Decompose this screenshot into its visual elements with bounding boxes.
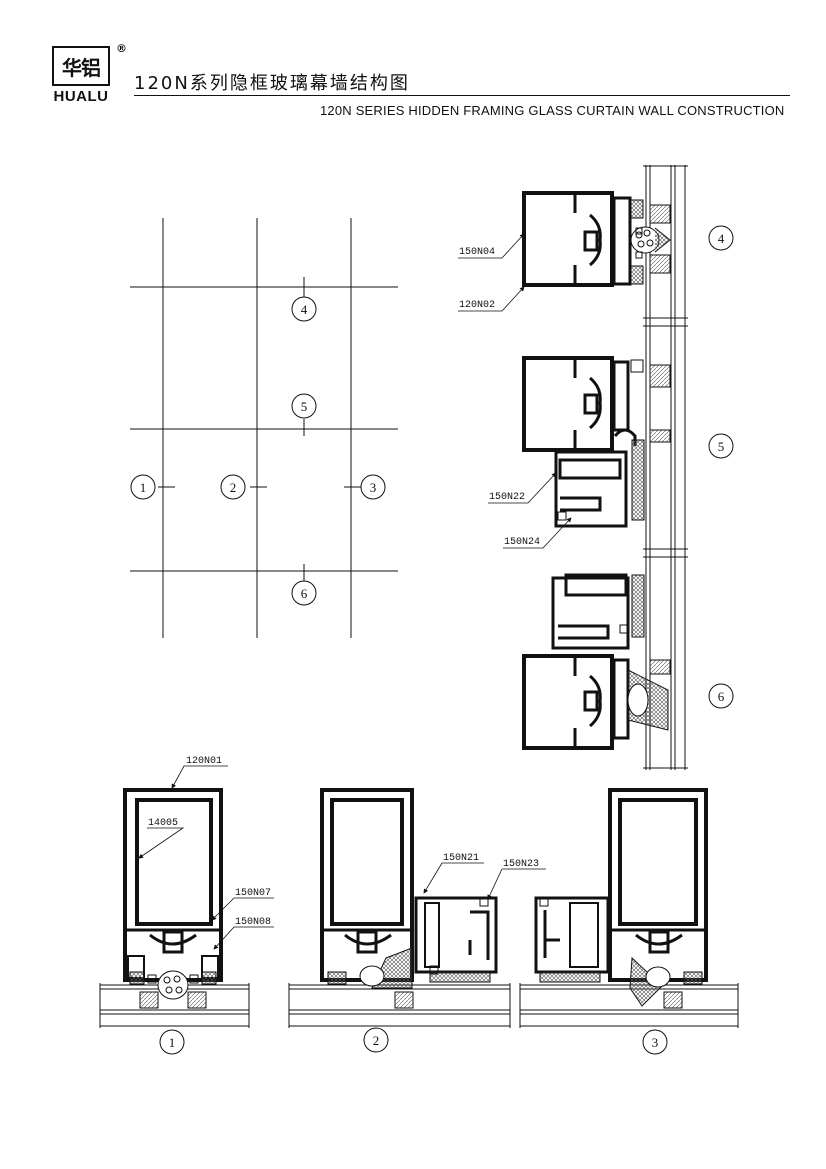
elevation-grid: [130, 218, 398, 638]
bottom-part-labels: [138, 765, 546, 949]
label-150N07: 150N07: [235, 888, 271, 899]
detail-1-marker: 1: [159, 1029, 185, 1055]
detail-2-marker: 2: [363, 1027, 389, 1053]
label-150N04: 150N04: [459, 247, 495, 258]
svg-text:1: 1: [140, 480, 147, 495]
svg-text:5: 5: [718, 439, 725, 454]
label-150N24: 150N24: [504, 537, 540, 548]
svg-text:5: 5: [301, 399, 308, 414]
glass-strip-3: [519, 983, 739, 1028]
grid-marker-1: 1: [130, 474, 156, 500]
detail-6-section: [522, 573, 671, 750]
page-title-chinese: 120N系列隐框玻璃幕墙结构图: [134, 73, 410, 94]
grid-marker-2: 2: [220, 474, 246, 500]
svg-text:4: 4: [301, 302, 308, 317]
svg-text:4: 4: [718, 231, 725, 246]
label-150N23: 150N23: [503, 859, 539, 870]
grid-marker-6: 6: [291, 580, 317, 606]
svg-text:2: 2: [373, 1033, 380, 1048]
detail-5-section: [522, 356, 671, 528]
svg-text:1: 1: [169, 1035, 176, 1050]
detail-1-mullion-section: [123, 788, 223, 1009]
svg-text:6: 6: [718, 689, 725, 704]
svg-text:3: 3: [370, 480, 377, 495]
grid-marker-3: 3: [360, 474, 386, 500]
detail-2-section: [320, 788, 498, 1009]
detail-3-marker: 3: [642, 1029, 668, 1055]
hualu-logo: 华铝 HUALU ®: [46, 40, 127, 106]
detail-4-transom-section: [522, 191, 671, 287]
logo-chinese-text: 华铝: [62, 56, 101, 80]
label-120N02: 120N02: [459, 300, 495, 311]
label-120N01: 120N01: [186, 756, 222, 767]
grid-detail-markers: 4 5 6 1 2 3: [130, 296, 386, 606]
page-title-english: 120N SERIES HIDDEN FRAMING GLASS CURTAIN…: [320, 103, 785, 118]
right-part-labels: [458, 233, 572, 549]
logo-frame: 华铝: [52, 46, 110, 86]
detail-5-marker: 5: [708, 433, 734, 459]
svg-text:3: 3: [652, 1035, 659, 1050]
header-rule: [134, 95, 790, 96]
label-150N22: 150N22: [489, 492, 525, 503]
label-150N21: 150N21: [443, 853, 479, 864]
grid-marker-5: 5: [291, 393, 317, 419]
detail-4-marker: 4: [708, 225, 734, 251]
svg-text:2: 2: [230, 480, 237, 495]
registered-mark: ®: [116, 42, 127, 55]
label-14005: 14005: [148, 818, 178, 829]
logo-english-text: HUALU: [53, 88, 109, 105]
detail-6-marker: 6: [708, 683, 734, 709]
grid-marker-4: 4: [291, 296, 317, 322]
label-150N08: 150N08: [235, 917, 271, 928]
detail-3-section: [534, 788, 708, 1009]
svg-text:6: 6: [301, 586, 308, 601]
